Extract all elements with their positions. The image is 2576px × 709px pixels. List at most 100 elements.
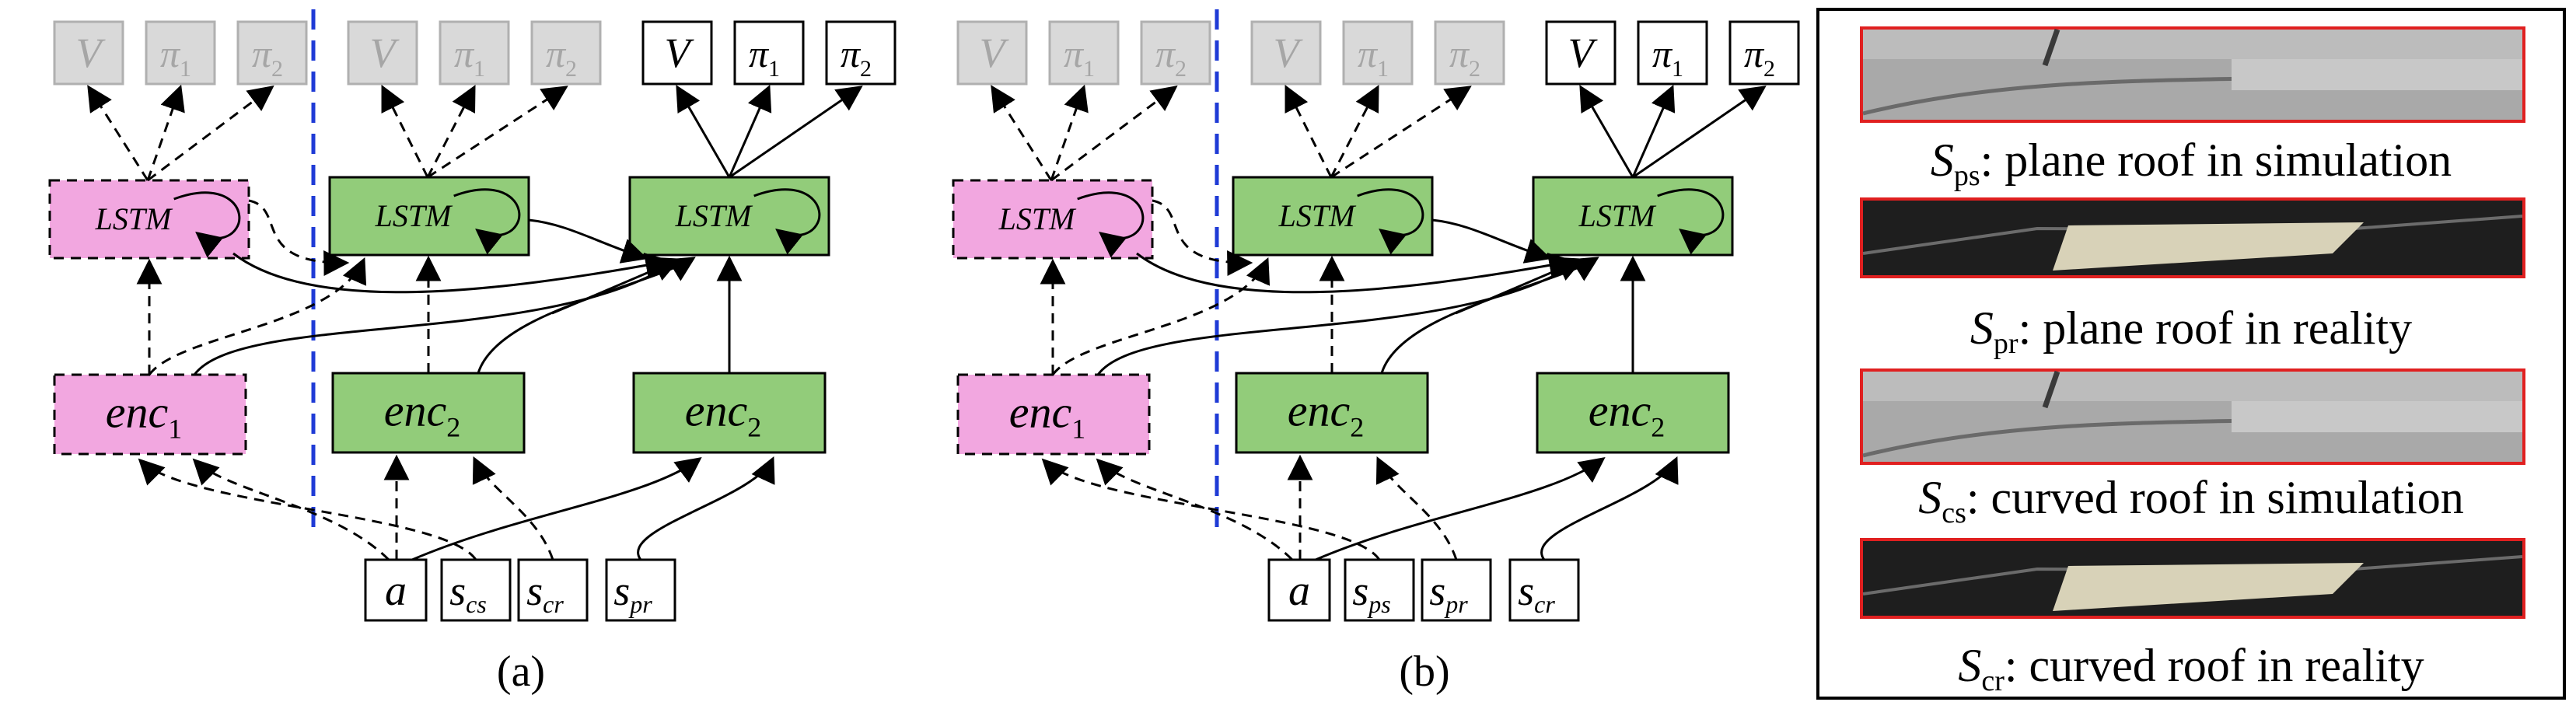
enc-left-label-sub: 1 (1071, 413, 1085, 444)
legend-subscript: cr (1981, 665, 2005, 697)
lstm-left-label: LSTM (998, 201, 1077, 236)
right-output-label-2-main: π (841, 32, 862, 75)
enc-right-label: enc2 (1589, 385, 1665, 442)
mid-output-label-2: π2 (546, 32, 577, 82)
input-s2-to-enc-mid (472, 456, 554, 561)
input-label-2-sub: cr (543, 590, 564, 618)
input-s1-to-enc-left (138, 458, 477, 561)
input-s2-to-enc-mid (1375, 456, 1458, 561)
lstm-right-label-main: LSTM (1578, 198, 1657, 233)
enc-mid-label-main: enc (384, 385, 447, 435)
left-output-label-1-sub: 1 (180, 56, 191, 82)
lstm-left-label-main: LSTM (95, 201, 173, 236)
enc-left-label: enc1 (106, 386, 183, 444)
thumbnail-sky (1863, 30, 2522, 59)
right-output-box-0 (641, 20, 713, 86)
lstm-right-label: LSTM (675, 198, 753, 233)
right-output-label-0: V (1568, 30, 1599, 76)
input-a-to-enc-left (192, 458, 390, 561)
enc-mid-label: enc2 (384, 385, 461, 442)
input-s1-to-enc-left (1041, 458, 1381, 561)
right-output-label-2: π2 (841, 32, 872, 82)
lstm-mid-recurrent-loop (453, 188, 521, 255)
input-label-1: sps (1352, 568, 1390, 618)
mid-output-label-1: π1 (1358, 32, 1389, 82)
left-output-box-1 (1048, 20, 1120, 86)
input-label-0-main: a (385, 567, 407, 615)
lstm-right-recurrent-loop (753, 188, 821, 255)
input-label-3-sub: cr (1534, 590, 1555, 618)
mid-output-label-1-main: π (454, 32, 475, 75)
mid-output-box-0 (347, 20, 418, 86)
enc-mid-label-sub: 2 (1350, 411, 1364, 442)
mid-output-label-2-sub: 2 (565, 56, 577, 82)
input-label-2: spr (1429, 568, 1468, 618)
left-output-label-2-main: π (252, 32, 273, 75)
mid-output-label-1-sub: 1 (474, 56, 485, 82)
lstm-left-to-lstm-right (232, 252, 672, 294)
mid-output-box-1 (1342, 20, 1414, 86)
input-box-1 (440, 558, 512, 622)
lstm-left-label-main: LSTM (998, 201, 1077, 236)
input-label-2: scr (526, 568, 564, 618)
thumbnail-post (2042, 28, 2060, 67)
left-lstm-to-output-1 (146, 84, 185, 181)
right-output-box-1 (1637, 20, 1708, 86)
left-output-label-2-main: π (1155, 32, 1176, 75)
thumbnail-panel (2232, 59, 2522, 90)
panel-caption: (b) (1399, 648, 1449, 696)
input-label-3: spr (613, 568, 652, 618)
legend-description: : plane roof in reality (2019, 302, 2412, 354)
input-label-3-main: s (613, 568, 630, 614)
right-lstm-to-output-2 (729, 86, 863, 179)
enc-mid-label-main: enc (1288, 385, 1351, 435)
input-label-3: scr (1518, 568, 1555, 618)
legend-symbol: S (1931, 134, 1954, 186)
input-box-3 (605, 558, 676, 622)
right-lstm-to-output-1 (728, 84, 772, 178)
input-label-2-main: s (1429, 568, 1445, 614)
enc-left-label-main: enc (1009, 386, 1072, 437)
right-output-label-0-main: V (1568, 30, 1599, 76)
thumbnail-roof-model (2053, 222, 2364, 271)
right-output-box-1 (733, 20, 805, 86)
mid-output-box-0 (1250, 20, 1322, 86)
input-label-3-main: s (1518, 568, 1534, 614)
thumbnail-panel (2232, 401, 2522, 432)
legend-description: : curved roof in simulation (1966, 472, 2464, 523)
enc-left-to-lstm-right-line (1096, 258, 1582, 375)
mid-output-label-1-main: π (1358, 32, 1379, 75)
input-a-to-enc-left (1096, 458, 1294, 561)
right-output-label-1: π1 (749, 32, 780, 82)
input-s3-to-enc-right (637, 456, 775, 561)
left-output-label-2: π2 (1155, 32, 1187, 82)
mid-lstm-to-output-0 (1285, 85, 1333, 178)
mid-output-label-1-sub: 1 (1377, 56, 1389, 82)
right-output-box-0 (1545, 20, 1617, 86)
mid-output-label-1: π1 (454, 32, 485, 82)
legend-label-pr: Spr: plane roof in reality (1970, 302, 2412, 360)
lstm-mid-label-main: LSTM (375, 198, 453, 233)
enc-left-box (956, 373, 1151, 456)
legend-symbol: S (1918, 472, 1942, 523)
right-output-label-0: V (665, 30, 695, 76)
input-a-to-enc-right (411, 457, 702, 561)
input-label-3-sub: pr (628, 590, 652, 618)
legend-description: : curved roof in reality (2005, 640, 2424, 691)
mid-output-label-0: V (370, 30, 400, 76)
lstm-left-recurrent-loop (1077, 191, 1145, 258)
left-lstm-to-output-0 (87, 85, 149, 181)
thumbnail-roof-model (2053, 563, 2364, 611)
input-label-0: a (1288, 567, 1310, 615)
legend-subscript: ps (1954, 159, 1980, 192)
panel-caption: (a) (497, 648, 545, 696)
right-output-label-1-main: π (749, 32, 770, 75)
right-lstm-to-output-2 (1632, 86, 1767, 179)
left-lstm-to-output-2 (147, 86, 274, 182)
right-output-label-2-main: π (1744, 32, 1765, 75)
left-output-label-1: π1 (160, 32, 191, 82)
mid-lstm-to-output-0 (381, 85, 429, 178)
enc-left-label-main: enc (106, 386, 169, 437)
